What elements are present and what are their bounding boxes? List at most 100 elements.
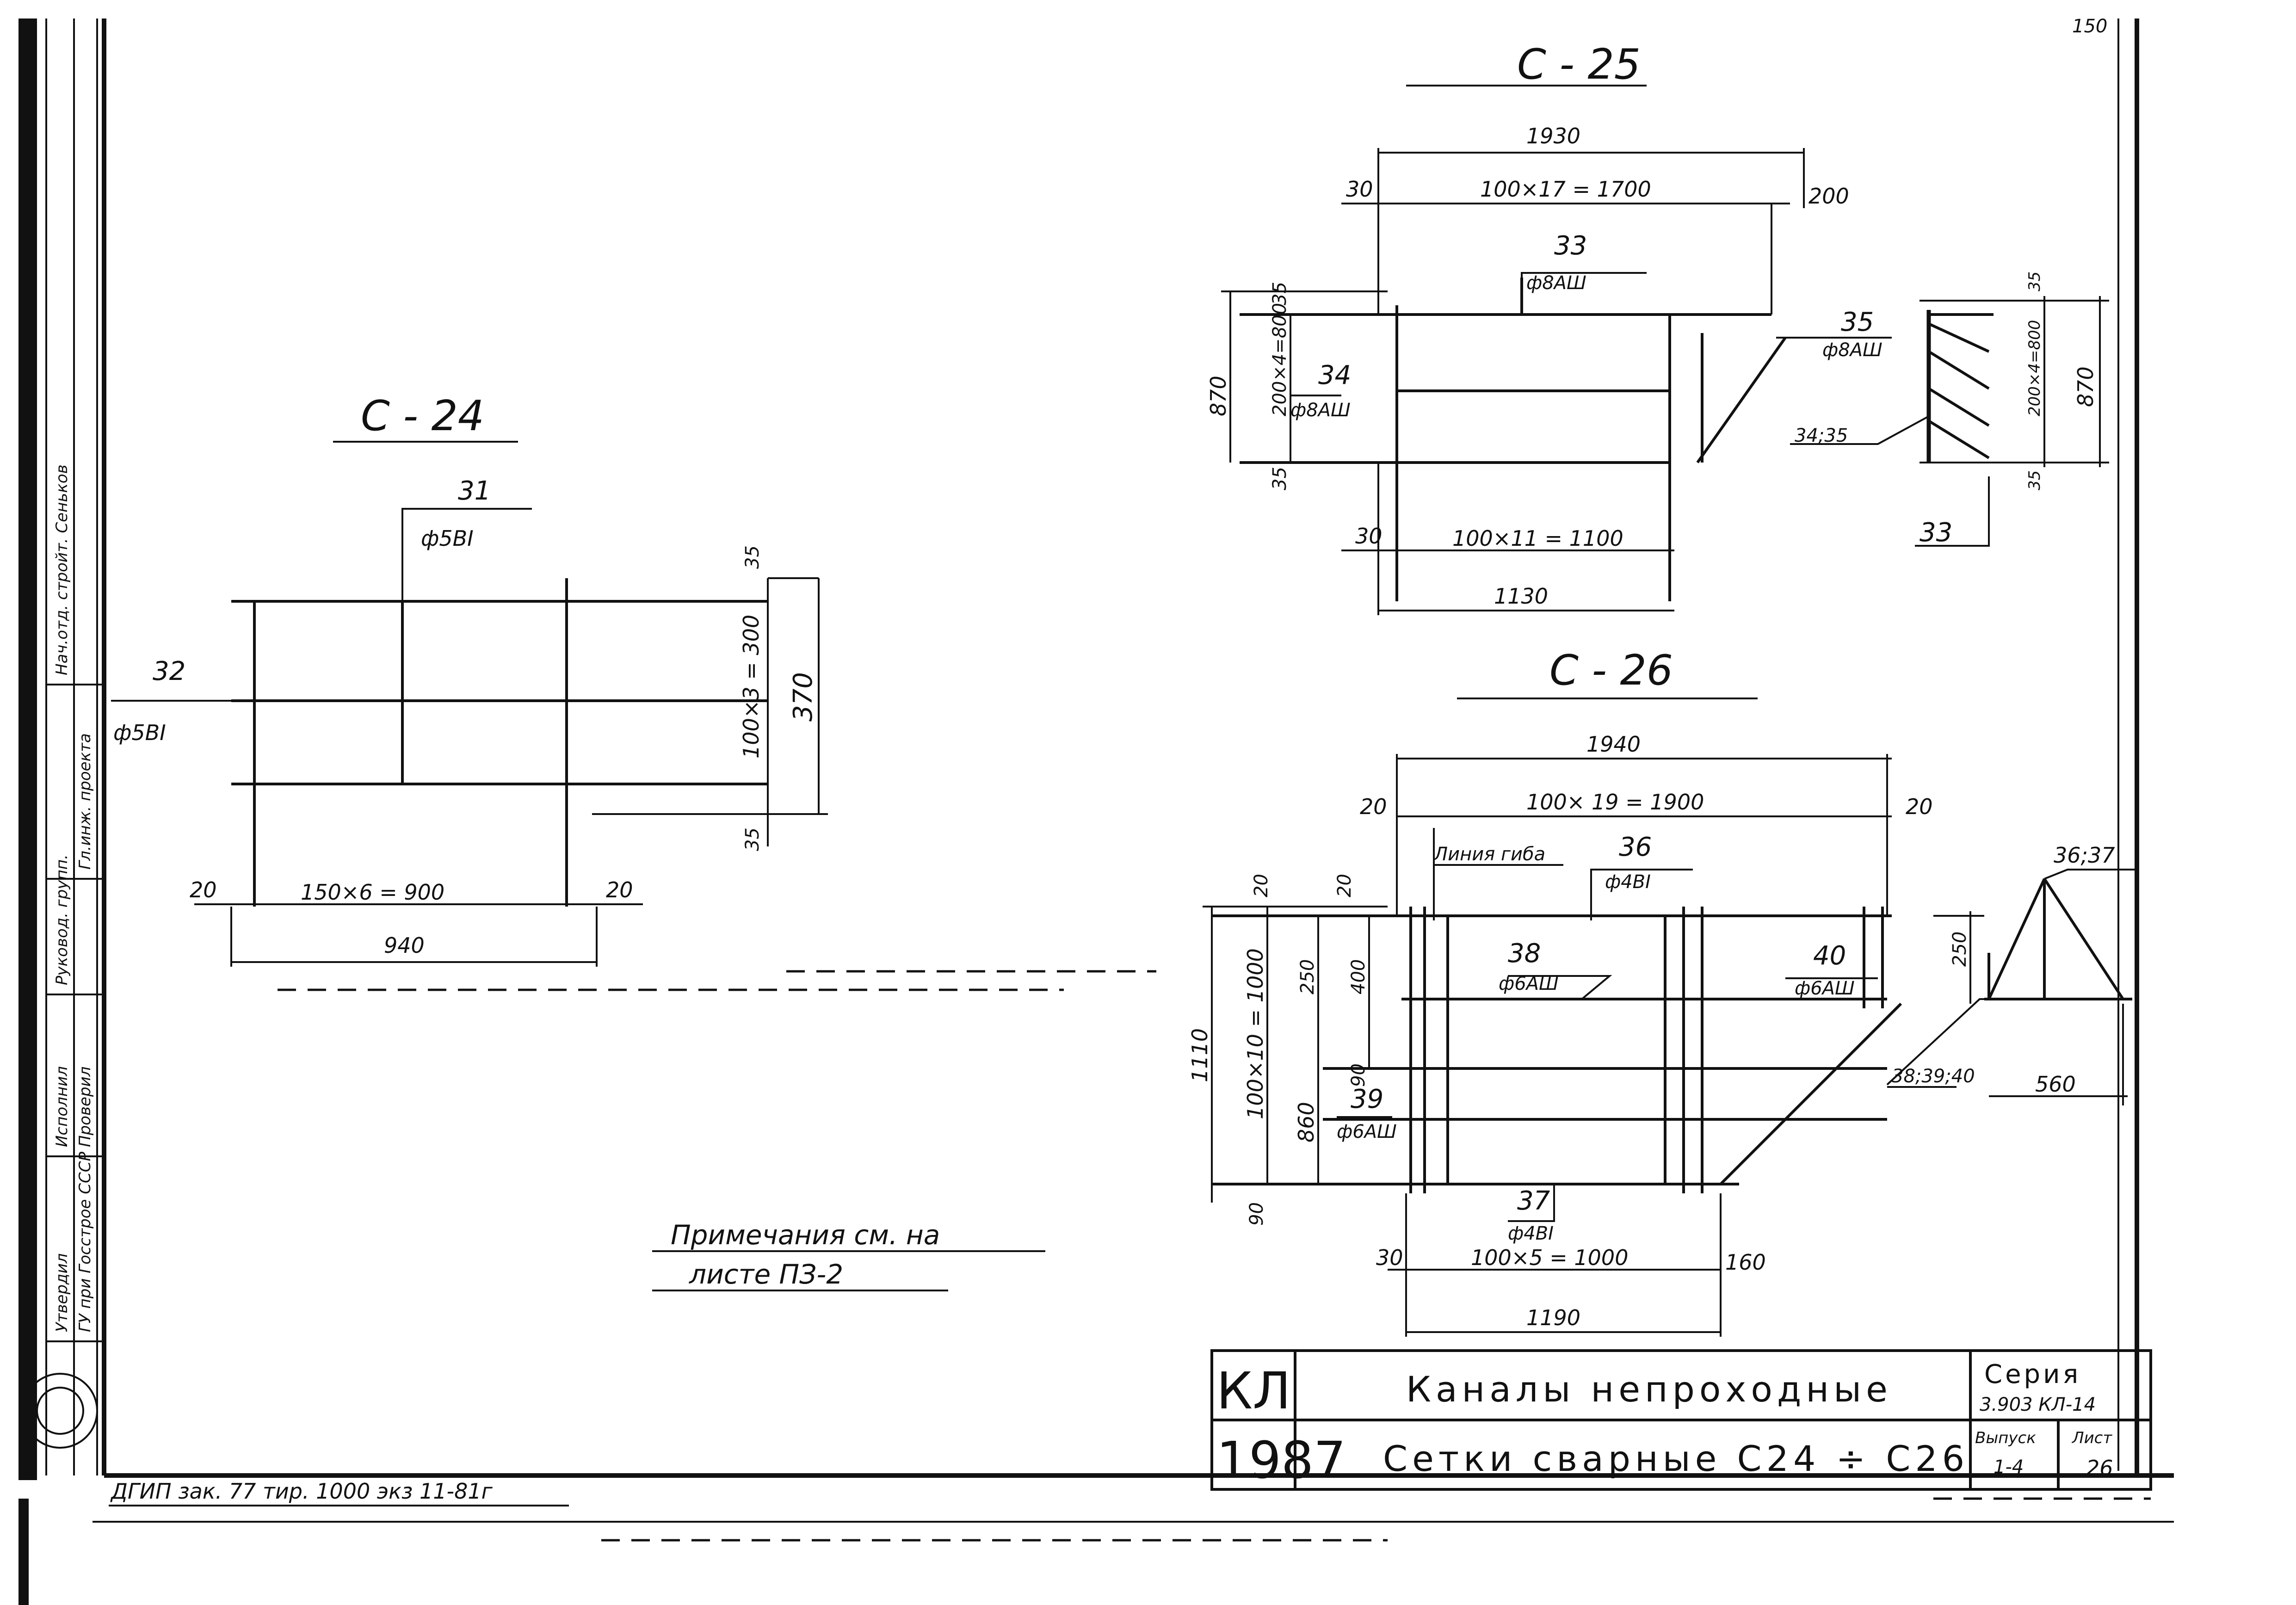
c24-pos-left-num: 32 (153, 656, 185, 686)
tb-year: 1987 (1216, 1431, 1346, 1490)
c25-dim-bottom-left: 30 (1355, 524, 1383, 549)
c24-pos-left-rebar: ф5ВI (113, 720, 166, 745)
tb-issue-value: 1-4 (1994, 1457, 2024, 1478)
c26-dim-250: 250 (1297, 959, 1318, 994)
mesh-c26: С - 26 1940 100× 19 = 1900 20 20 Линия г… (1187, 646, 2137, 1337)
corner-mark: 150 (2072, 16, 2107, 37)
side-stamp-1: Нач.отд. стройт. Сеньков (53, 464, 71, 675)
c26-dim-860: 860 (1294, 1102, 1319, 1142)
c26-section-dim-250: 250 (1949, 932, 1970, 967)
tb-name-line-2: Сетки сварные С24 ÷ С26 (1383, 1438, 1969, 1479)
c26-pos-36-rebar: ф4ВI (1605, 871, 1651, 893)
c26-dim-top-total: 1940 (1586, 732, 1641, 757)
c26-dim-bottom-left: 30 (1376, 1245, 1403, 1270)
note-line-2: листе ПЗ-2 (689, 1259, 843, 1290)
c25-dim-bottom-total: 1130 (1494, 584, 1548, 609)
drawing-note: Примечания см. на листе ПЗ-2 (652, 1219, 1045, 1291)
c25-dim-top-left: 30 (1346, 177, 1373, 202)
tb-series-value: 3.903 КЛ-14 (1980, 1394, 2096, 1415)
c26-dim-top-right: 20 (1906, 794, 1933, 819)
side-stamp-6: Утвердил (53, 1253, 71, 1332)
tb-sheet-label: Лист (2071, 1429, 2112, 1447)
c26-dim-left-inner: 100×10 = 1000 (1243, 948, 1268, 1119)
c26-pos-37-num: 37 (1517, 1186, 1550, 1216)
side-stamp-7: ГУ при Госстрое СССР (76, 1152, 94, 1332)
title-block: КЛ 1987 Каналы непроходные Сетки сварные… (1210, 1349, 2152, 1491)
c24-dim-bottom-total: 940 (384, 933, 425, 958)
c26-section-dim-560: 560 (2035, 1072, 2076, 1097)
c26-dim-top-left: 20 (1360, 794, 1387, 819)
c24-dim-right-inner: 100×3 = 300 (739, 615, 764, 759)
c25-section-dim-bottom: 35 (2025, 470, 2044, 490)
c26-title: С - 26 (1549, 646, 1673, 695)
c26-dim-left-top: 20 (1251, 874, 1272, 897)
c25-dim-bottom-inner: 100×11 = 1100 (1452, 526, 1623, 551)
c24-dim-right-total: 370 (788, 672, 818, 722)
c25-dim-left-total: 870 (1206, 376, 1231, 416)
c26-dim-bottom-total: 1190 (1526, 1305, 1580, 1330)
c25-section-dim-total: 870 (2073, 366, 2098, 407)
c26-dim-top-inner: 100× 19 = 1900 (1526, 790, 1704, 815)
sheet-frame (93, 19, 2174, 1523)
c25-pos-left-rebar: ф8АШ (1290, 400, 1351, 421)
side-stamp-5: Проверил (76, 1067, 94, 1147)
side-stamp-3: Руковод. групп. (53, 854, 71, 985)
c25-section-dim-inner: 200×4=800 (2025, 320, 2044, 416)
c25-pos-top-rebar: ф8АШ (1526, 272, 1586, 294)
c26-pos-39-rebar: ф6АШ (1337, 1121, 1397, 1142)
c25-dim-left-top: 35 (1269, 282, 1290, 305)
c26-pos-36-num: 36 (1619, 832, 1652, 862)
side-stamp-4: Исполнил (53, 1066, 71, 1147)
c26-pos-40-rebar: ф6АШ (1795, 978, 1855, 999)
c25-dim-top-total: 1930 (1526, 123, 1580, 148)
side-stamp-strip: Нач.отд. стройт. Сеньков Гл.инж. проекта… (19, 19, 104, 1605)
print-footer: ДГИП зак. 77 тир. 1000 экз 11-81г (110, 1479, 493, 1504)
c26-dim-400: 400 (1348, 959, 1369, 994)
c25-title: С - 25 (1517, 40, 1641, 89)
c25-dim-left-inner: 200×4=800 (1269, 303, 1290, 416)
c24-dim-bottom-inner: 150×6 = 900 (301, 880, 444, 905)
c26-pos-40-num: 40 (1813, 941, 1846, 971)
c25-pos-top-num: 33 (1554, 231, 1587, 261)
c25-pos-right-rebar: ф8АШ (1822, 340, 1882, 361)
c26-section-left-label: 38;39;40 (1892, 1066, 1975, 1087)
c24-dim-left-edge: 20 (190, 877, 217, 902)
c25-pos-left-num: 34 (1318, 360, 1351, 390)
hidden-lines (278, 970, 2151, 1542)
c25-section-label: 34;35 (1795, 425, 1848, 446)
note-line-1: Примечания см. на (671, 1219, 940, 1251)
c24-dim-right-edge: 20 (606, 877, 633, 902)
c26-pos-38-num: 38 (1508, 938, 1541, 969)
c25-dim-top-inner: 100×17 = 1700 (1480, 177, 1651, 202)
tb-name-line-1: Каналы непроходные (1406, 1369, 1892, 1410)
c26-pos-39-num: 39 (1351, 1084, 1383, 1114)
c25-dim-top-right: 200 (1808, 184, 1849, 209)
c26-dim-90: 90 (1348, 1063, 1369, 1087)
c24-title: С - 24 (361, 392, 484, 440)
c26-dim-bottom-right: 160 (1725, 1250, 1766, 1275)
c24-dim-bottom-edge: 35 (742, 827, 763, 851)
c24-pos-top-num: 31 (458, 476, 491, 506)
tb-sheet-value: 26 (2086, 1456, 2113, 1481)
c25-pos-right-num: 35 (1841, 307, 1874, 337)
c26-dim-left-bottom: 90 (1246, 1202, 1267, 1226)
c26-dim-bottom-inner: 100×5 = 1000 (1471, 1245, 1628, 1270)
tb-issue-label: Выпуск (1975, 1429, 2036, 1447)
c26-dim-left-total: 1110 (1187, 1028, 1212, 1082)
c26-pos-37-rebar: ф4ВI (1508, 1223, 1554, 1244)
c24-dim-top-edge: 35 (742, 545, 763, 569)
c26-bend-label: Линия гиба (1433, 844, 1545, 865)
c26-pos-38-rebar: ф6АШ (1499, 973, 1559, 994)
c24-pos-top-rebar: ф5ВI (421, 526, 474, 551)
c26-dim-20b: 20 (1334, 874, 1355, 897)
mesh-c24: С - 24 31 ф5ВI 32 ф5ВI 20 150×6 = 900 20… (111, 392, 828, 967)
tb-series-label: Серия (1984, 1359, 2081, 1389)
side-stamp-2: Гл.инж. проекта (76, 733, 94, 870)
tb-code: КЛ (1216, 1361, 1291, 1420)
c26-section: 36;37 38;39;40 250 560 (1886, 843, 2137, 1105)
c25-section-dim-top: 35 (2025, 272, 2044, 291)
c25-dim-left-bottom: 35 (1269, 467, 1290, 490)
c26-section-top-label: 36;37 (2054, 843, 2115, 868)
c25-section-bottom-num: 33 (1920, 518, 1952, 548)
